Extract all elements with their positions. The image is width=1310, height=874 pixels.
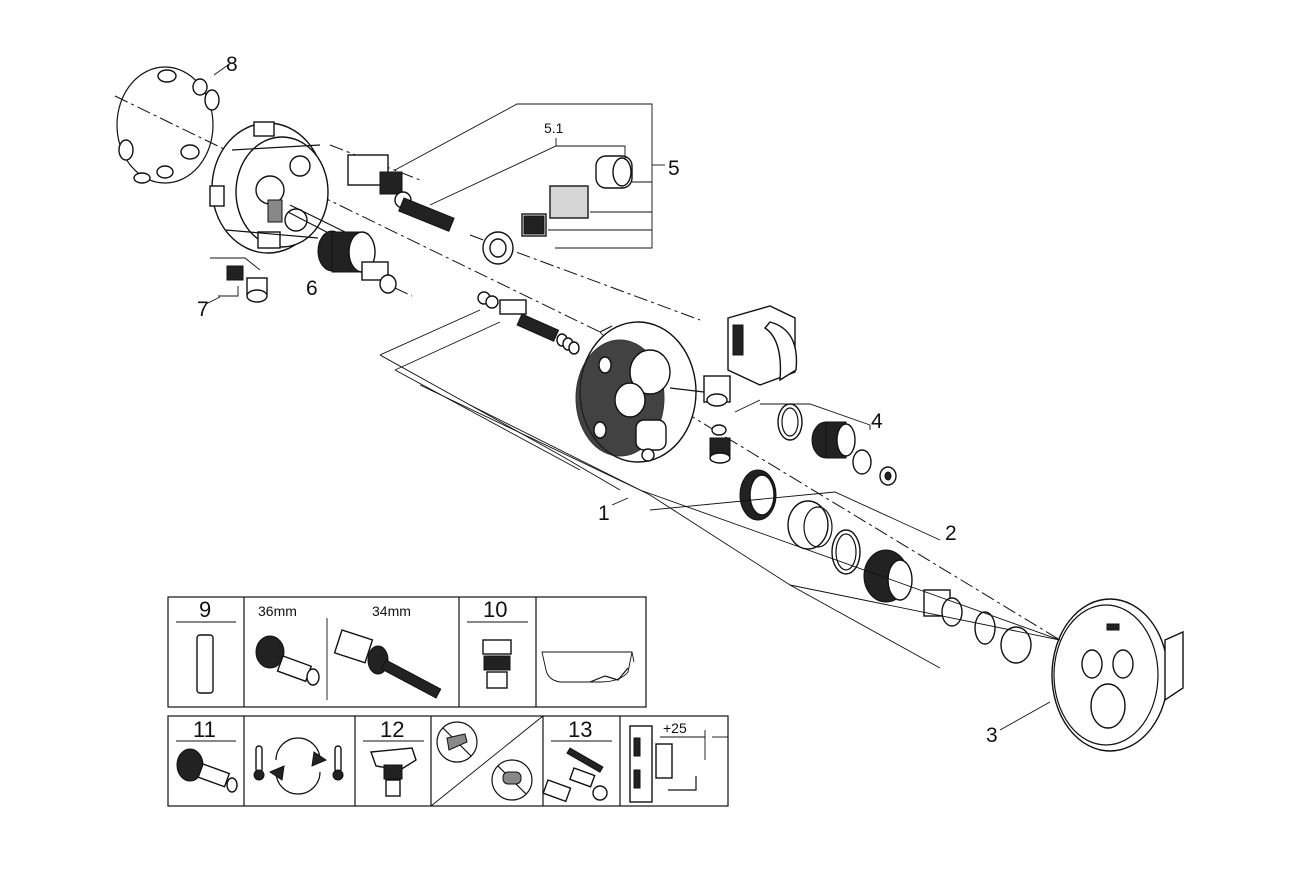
callout-3: 3 bbox=[986, 724, 998, 747]
callout-5-1: 5.1 bbox=[544, 120, 564, 136]
callout-4: 4 bbox=[871, 410, 883, 433]
spindle-with-o-rings bbox=[379, 291, 613, 371]
legend-label-11: 11 bbox=[193, 717, 216, 742]
legend-plus-25: +25 bbox=[663, 720, 687, 736]
callout-labels: 8 5.1 5 6 7 4 1 2 3 bbox=[197, 53, 998, 747]
axis-lines bbox=[114, 95, 1061, 641]
part-2-group bbox=[649, 469, 1032, 664]
upper-cartridge bbox=[347, 154, 455, 232]
legend-label-12: 12 bbox=[380, 717, 404, 742]
legend-size-34mm: 34mm bbox=[372, 603, 411, 619]
valve-body bbox=[209, 121, 329, 254]
diverter-elbow bbox=[669, 375, 761, 464]
part-6-cartridge bbox=[287, 204, 413, 297]
legend-label-13: 13 bbox=[568, 717, 592, 742]
part-5-group bbox=[394, 103, 665, 265]
part-8-retaining-ring bbox=[116, 64, 229, 184]
temperature-swap-icon bbox=[253, 737, 344, 795]
legend-size-36mm: 36mm bbox=[258, 603, 297, 619]
wall-plate bbox=[575, 321, 697, 463]
prohibition-icons bbox=[436, 721, 533, 801]
part-4-group bbox=[760, 403, 897, 486]
legend-label-10: 10 bbox=[483, 597, 507, 622]
callout-2: 2 bbox=[945, 522, 957, 545]
part-1-brackets bbox=[379, 354, 1061, 669]
callout-5: 5 bbox=[668, 157, 680, 180]
wall-bracket bbox=[727, 305, 798, 386]
callout-8: 8 bbox=[226, 53, 238, 76]
legend-row-1: 9 36mm 34mm 10 bbox=[167, 596, 647, 708]
part-3-faceplate bbox=[999, 598, 1184, 752]
legend-row-2: 11 12 13 +25 bbox=[167, 715, 729, 807]
callout-1: 1 bbox=[598, 502, 610, 525]
legend-label-9: 9 bbox=[199, 597, 211, 622]
callout-7: 7 bbox=[197, 298, 209, 321]
part-7-fittings bbox=[205, 257, 268, 305]
callout-6: 6 bbox=[306, 277, 318, 300]
